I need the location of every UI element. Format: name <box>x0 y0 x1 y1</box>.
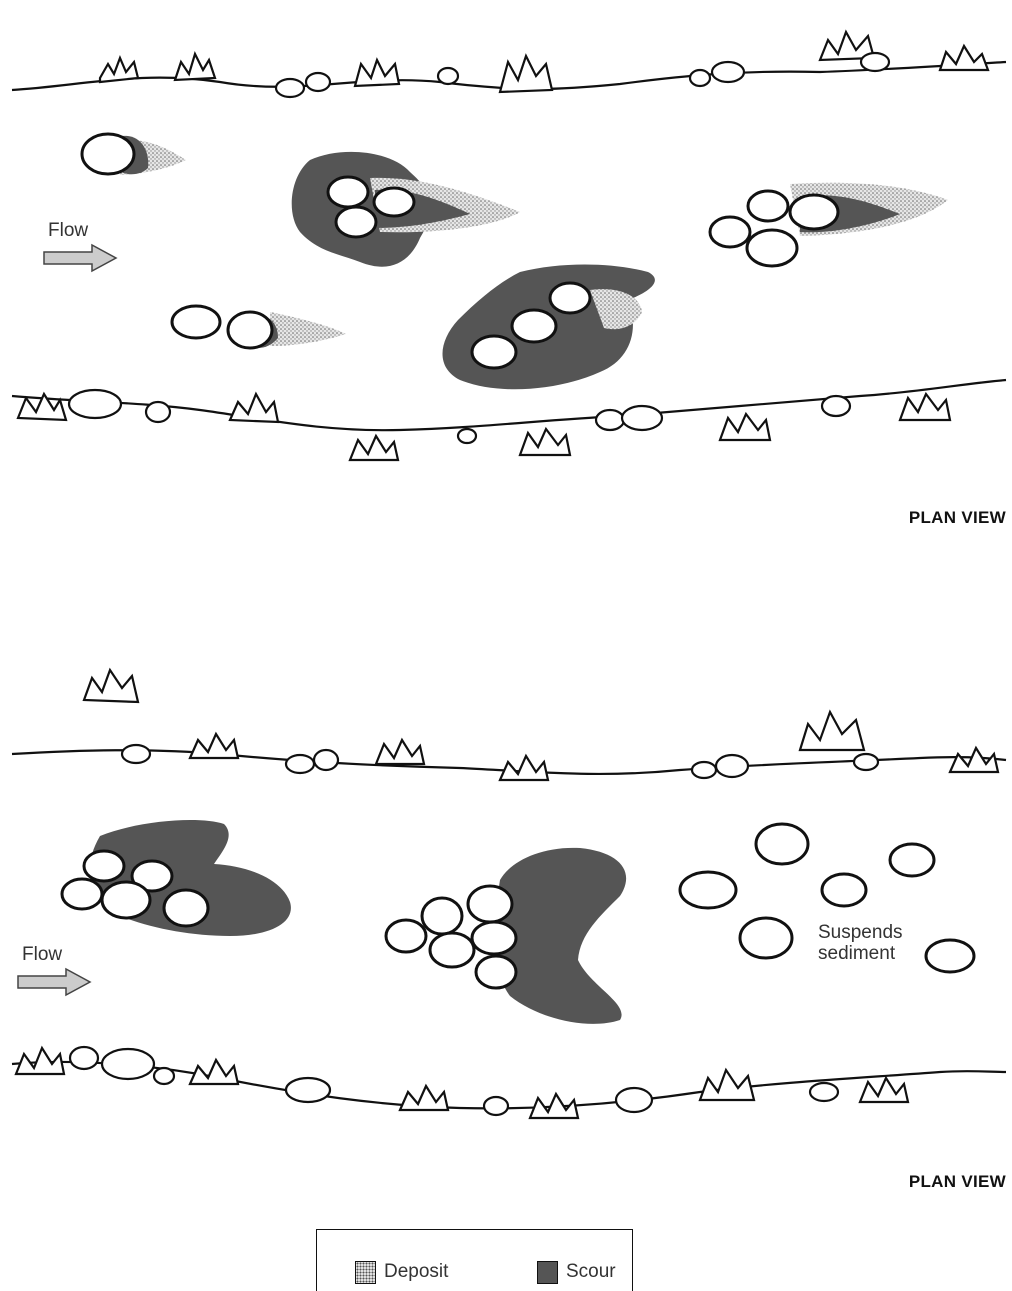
bush <box>355 60 399 86</box>
bush <box>800 712 864 750</box>
plan-view-label: PLAN VIEW <box>909 1172 1006 1192</box>
lower-bank <box>12 380 1006 460</box>
top-stream-illustration <box>0 0 1012 560</box>
flow-label: Flow <box>22 944 62 966</box>
bush <box>500 56 552 92</box>
bush <box>860 1078 908 1102</box>
bush <box>400 1086 448 1110</box>
bush <box>230 394 278 422</box>
bush <box>940 46 988 70</box>
bush <box>350 436 398 460</box>
bush <box>900 394 950 420</box>
legend-label: Deposit <box>384 1261 448 1283</box>
bush <box>376 740 424 764</box>
bush <box>190 1060 238 1084</box>
boulder-cluster <box>710 183 948 266</box>
bush <box>18 394 66 420</box>
legend: Deposit Scour <box>316 1229 633 1291</box>
bush <box>720 414 770 440</box>
flow-arrow <box>18 969 90 995</box>
bush <box>700 1070 754 1100</box>
boulder-cluster <box>292 152 520 267</box>
plan-view-label: PLAN VIEW <box>909 508 1006 528</box>
boulder-cluster <box>82 134 186 175</box>
scour-swatch-icon <box>537 1261 558 1284</box>
deposit-swatch-icon <box>355 1261 376 1284</box>
upper-bank <box>12 670 1006 780</box>
plan-view-bottom: Flow Suspends sediment PLAN VIEW <box>0 640 1012 1200</box>
plan-view-top: Flow PLAN VIEW <box>0 0 1012 560</box>
bush <box>100 58 138 82</box>
boulder-cluster <box>172 306 346 348</box>
callout-line-2: sediment <box>818 943 903 964</box>
flow-label: Flow <box>48 220 88 242</box>
upper-bank <box>12 32 1006 97</box>
suspends-sediment-callout: Suspends sediment <box>818 922 903 964</box>
legend-item-deposit: Deposit <box>355 1260 448 1284</box>
bush <box>190 734 238 758</box>
callout-line-1: Suspends <box>818 922 903 943</box>
boulder-cluster <box>386 848 626 1024</box>
boulder-cluster <box>443 265 655 390</box>
bush <box>530 1094 578 1118</box>
bush <box>16 1048 64 1074</box>
legend-item-scour: Scour <box>537 1260 616 1284</box>
bush <box>950 748 998 772</box>
bush <box>520 429 570 455</box>
bush <box>84 670 138 702</box>
bush <box>500 756 548 780</box>
lower-bank <box>12 1047 1006 1118</box>
boulder-cluster <box>62 820 291 936</box>
flow-arrow <box>44 245 116 271</box>
bottom-stream-illustration <box>0 640 1012 1200</box>
bush <box>175 54 215 80</box>
legend-label: Scour <box>566 1261 616 1283</box>
